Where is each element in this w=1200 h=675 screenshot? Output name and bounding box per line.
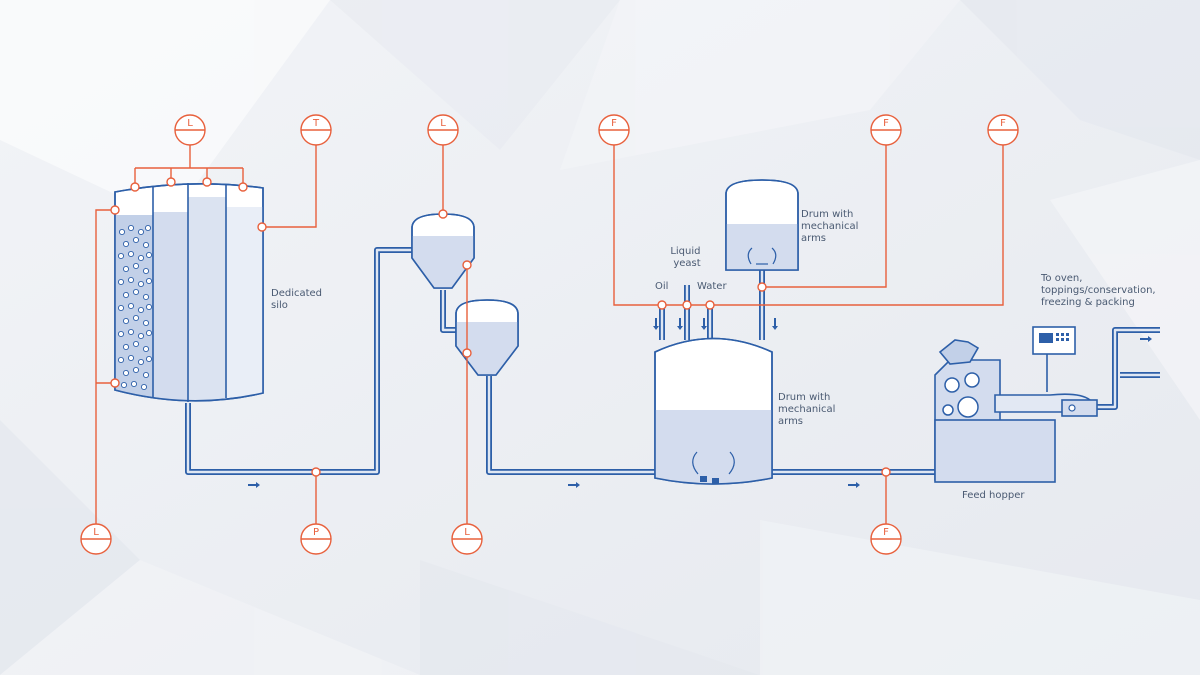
sensor-tap xyxy=(110,378,120,388)
sensor-tap xyxy=(202,177,212,187)
sensor-tap xyxy=(757,282,767,292)
instrument-code: L xyxy=(440,118,446,129)
sensor-tap xyxy=(881,467,891,477)
level-indicator-silo-bottom[interactable]: L xyxy=(80,523,112,555)
mixer-drum xyxy=(654,337,773,485)
upper-hopper xyxy=(411,213,475,289)
flow-indicator-pipe[interactable]: F xyxy=(870,523,902,555)
level-indicator-silo-top[interactable]: L xyxy=(174,114,206,146)
instrument-code: L xyxy=(187,118,193,129)
flour-granules xyxy=(117,224,153,391)
flow-arrow xyxy=(848,482,860,488)
top-drum xyxy=(725,179,799,271)
label-liquid-yeast: Liquid yeast xyxy=(670,246,703,269)
instrument-code: F xyxy=(1000,118,1006,129)
instrument-code: F xyxy=(611,118,617,129)
instrument-code: F xyxy=(883,118,889,129)
sensor-tap xyxy=(311,467,321,477)
flow-arrow xyxy=(772,318,778,330)
pipes xyxy=(185,247,1160,475)
dedicated-silo xyxy=(114,183,264,402)
label-oil: Oil xyxy=(655,281,668,292)
sensor-tap xyxy=(657,300,667,310)
instrument-code: F xyxy=(883,527,889,538)
flow-arrow xyxy=(677,318,683,330)
labels: Dedicated silo Liquid yeast Oil Water Dr… xyxy=(271,209,1159,501)
label-drum-top: Drum with mechanical arms xyxy=(801,209,862,244)
sensor-tap xyxy=(110,205,120,215)
sensor-tap xyxy=(705,300,715,310)
flow-arrows xyxy=(248,318,1152,488)
flow-arrow xyxy=(653,318,659,330)
flow-indicator-right[interactable]: F xyxy=(987,114,1019,146)
sensor-tap xyxy=(438,209,448,219)
sensor-tap xyxy=(238,182,248,192)
label-drum-main: Drum with mechanical arms xyxy=(778,392,839,427)
sensor-tap xyxy=(166,177,176,187)
level-indicator-hopper-bottom[interactable]: L xyxy=(451,523,483,555)
label-feed-hopper: Feed hopper xyxy=(962,490,1025,501)
sensor-tap xyxy=(130,182,140,192)
pressure-indicator-pipe[interactable]: P xyxy=(300,523,332,555)
instrument-code: L xyxy=(93,527,99,538)
flow-indicator-top-drum[interactable]: F xyxy=(870,114,902,146)
signal-lines xyxy=(95,145,1004,524)
flow-arrow xyxy=(568,482,580,488)
feed-hopper-machine xyxy=(934,326,1098,483)
sensor-tap xyxy=(257,222,267,232)
instrument-code: T xyxy=(312,118,320,129)
instrument-code: P xyxy=(313,527,319,538)
flow-arrow xyxy=(248,482,260,488)
sensor-taps xyxy=(110,177,891,477)
sensor-tap xyxy=(682,300,692,310)
level-indicator-hopper-top[interactable]: L xyxy=(427,114,459,146)
flow-indicator-mixer[interactable]: F xyxy=(598,114,630,146)
label-dedicated-silo: Dedicated silo xyxy=(271,288,325,311)
label-water: Water xyxy=(697,281,727,292)
sensor-tap xyxy=(462,260,472,270)
instrument-code: L xyxy=(464,527,470,538)
flow-arrow xyxy=(1140,336,1152,342)
instrument-bubbles: L T L P L L F F xyxy=(80,114,1019,555)
flow-arrow xyxy=(701,318,707,330)
sensor-tap xyxy=(462,348,472,358)
label-to-oven: To oven, toppings/conservation, freezing… xyxy=(1040,273,1159,308)
lower-hopper xyxy=(455,299,519,376)
temperature-indicator-silo[interactable]: T xyxy=(300,114,332,146)
